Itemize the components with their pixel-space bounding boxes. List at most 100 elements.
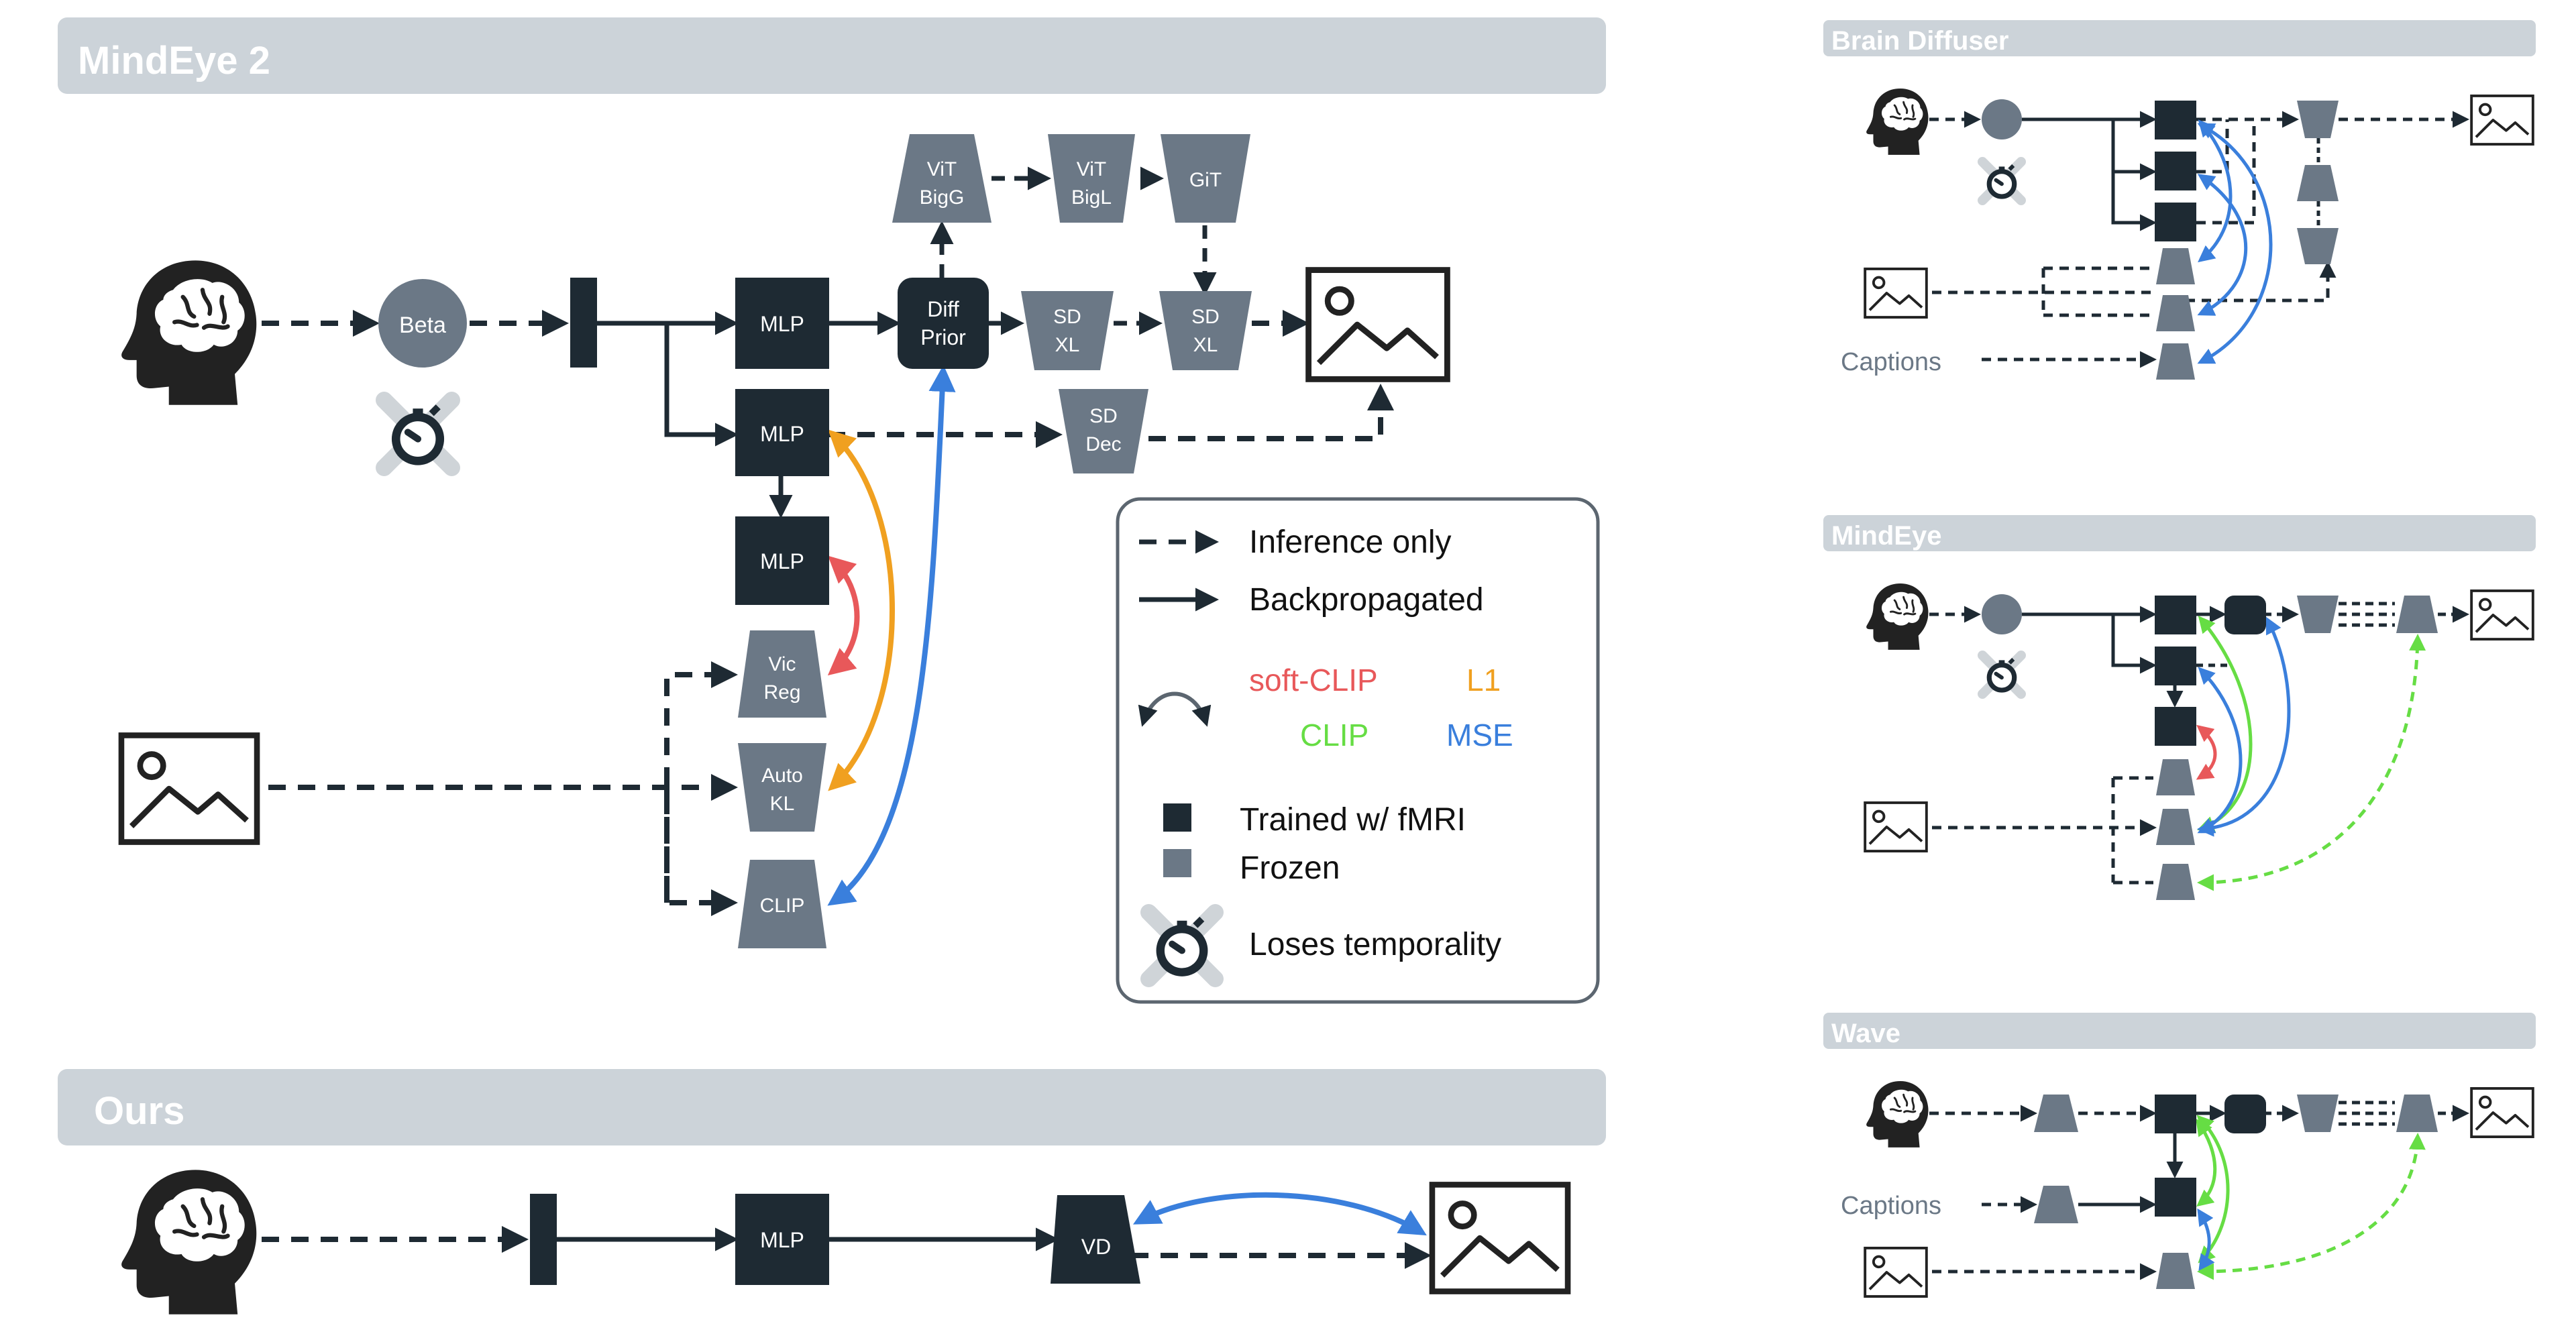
me-input-image-icon [1864, 801, 1928, 853]
ours-brain-head-icon [121, 1170, 256, 1314]
me-loss-clip-1 [2197, 616, 2253, 832]
wave-input-image-icon [1864, 1246, 1928, 1298]
mindeye2-panel: MindEye 2 Beta MLP MLP ML [58, 17, 1606, 948]
legend-frozen: Frozen [1240, 850, 1340, 886]
wave-frozen-encoder-captions [2034, 1186, 2078, 1223]
bd-trained-block-2 [2155, 152, 2196, 190]
autokl-block [738, 743, 826, 832]
vit-bigg-block [892, 134, 991, 223]
edge-image-clip [664, 787, 738, 916]
vit-bigg-label-2: BigG [920, 186, 965, 209]
bd-edge-block3 [2111, 172, 2157, 231]
diff-prior-label-2: Prior [920, 325, 966, 349]
legend-inference-only: Inference only [1249, 524, 1452, 560]
edge-bar-mlp2 [664, 323, 739, 447]
autokl-label-1: Auto [761, 765, 803, 787]
vit-bigl-block [1048, 134, 1135, 223]
vit-bigl-label-1: ViT [1077, 158, 1106, 180]
me-edge-decoder-chain [2339, 602, 2395, 627]
wave-trained-block-2 [2155, 1178, 2196, 1217]
brain-diffuser-panel: Brain Diffuser Captions [1823, 20, 2536, 380]
ours-loss-mse-arc [1132, 1192, 1427, 1236]
mlp3-block [735, 516, 829, 605]
wave-loss-clip-3 [2197, 1133, 2426, 1280]
mindeye2-header-bar [58, 17, 1606, 94]
me-frozen-encoder-1 [2156, 759, 2195, 795]
sdxl2-label-1: SD [1191, 306, 1220, 328]
me-loss-mse-2 [2197, 616, 2291, 837]
me-edge-image-split [2111, 776, 2153, 885]
me-beta-node [1982, 594, 2022, 634]
mindeye2-title: MindEye 2 [78, 39, 270, 82]
me-trained-block-1 [2155, 596, 2196, 634]
diff-prior-block [898, 278, 989, 369]
mindeye-header-bar [1823, 515, 2536, 551]
bd-brain-head-icon [1865, 87, 1929, 156]
bd-frozen-decoder-1 [2297, 101, 2339, 138]
sd-dec-label-1: SD [1089, 405, 1118, 427]
bd-beta-node [1982, 99, 2022, 139]
clip-block [738, 860, 826, 948]
sdxl1-block [1021, 291, 1114, 370]
vicreg-block [738, 630, 826, 718]
vit-bigg-label-1: ViT [927, 158, 957, 180]
me-frozen-decoder-2 [2396, 596, 2438, 633]
wave-prior-block [2224, 1095, 2266, 1133]
wave-brain-head-icon [1865, 1080, 1929, 1149]
bd-frozen-decoder-2 [2297, 165, 2339, 201]
bd-frozen-decoder-3 [2297, 228, 2339, 264]
stopwatch-crossed-icon [384, 400, 452, 468]
wave-header-bar [1823, 1013, 2536, 1049]
beta-label: Beta [399, 313, 446, 338]
bd-frozen-encoder-2 [2156, 295, 2195, 331]
me-loss-softclip [2196, 724, 2217, 780]
me-output-image-icon [2470, 589, 2534, 641]
wave-title: Wave [1831, 1019, 1900, 1048]
output-image-icon [1309, 270, 1448, 380]
sdxl2-label-2: XL [1193, 334, 1218, 356]
bd-edge-frozen-to-decoder [2186, 261, 2337, 302]
bd-edge-block2 [2111, 119, 2157, 180]
mlp1-block [735, 278, 829, 369]
bd-loss-mse-2 [2197, 174, 2247, 316]
bd-captions-label: Captions [1841, 348, 1941, 376]
legend-stopwatch-icon [1148, 912, 1215, 978]
git-label: GiT [1189, 169, 1222, 191]
bd-stopwatch-icon [1982, 162, 2021, 201]
mlp2-label: MLP [760, 422, 804, 446]
legend-frozen-swatch [1163, 849, 1191, 877]
wave-frozen-encoder-brain [2034, 1095, 2078, 1132]
me-prior-block [2224, 596, 2266, 634]
loss-mse-arc [827, 365, 956, 906]
clip-label: CLIP [760, 895, 805, 917]
sd-dec-label-2: Dec [1085, 433, 1121, 455]
me-frozen-encoder-3 [2156, 864, 2195, 900]
beta-node [378, 279, 467, 368]
brain-head-icon [121, 260, 256, 404]
me-brain-head-icon [1865, 582, 1929, 651]
wave-captions-label: Captions [1841, 1192, 1941, 1220]
mindeye-panel: MindEye [1823, 515, 2536, 900]
me-loss-mse-1 [2197, 667, 2243, 834]
wave-panel: Wave Captions [1823, 1013, 2536, 1298]
bd-input-image-icon [1864, 267, 1928, 319]
me-frozen-encoder-2 [2156, 809, 2195, 845]
wave-frozen-encoder-image [2156, 1253, 2195, 1289]
me-trained-block-2 [2155, 647, 2196, 685]
sdxl1-label-1: SD [1053, 306, 1081, 328]
ours-mlp-label: MLP [760, 1228, 804, 1252]
bd-edge-image-split [2041, 266, 2153, 317]
me-stopwatch-icon [1982, 655, 2021, 694]
loss-softclip-arc [827, 555, 860, 676]
mlp2-block [735, 389, 829, 476]
ours-title: Ours [94, 1089, 184, 1133]
legend-trained: Trained w/ fMRI [1240, 802, 1466, 838]
legend-loss-arc-icon [1138, 691, 1212, 727]
ours-vd-label: VD [1081, 1235, 1111, 1259]
legend-mse: MSE [1446, 718, 1513, 752]
me-frozen-decoder-1 [2297, 596, 2339, 633]
ours-header-bar [58, 1069, 1606, 1145]
mindeye-title: MindEye [1831, 521, 1941, 551]
ours-vd-block [1051, 1195, 1140, 1284]
